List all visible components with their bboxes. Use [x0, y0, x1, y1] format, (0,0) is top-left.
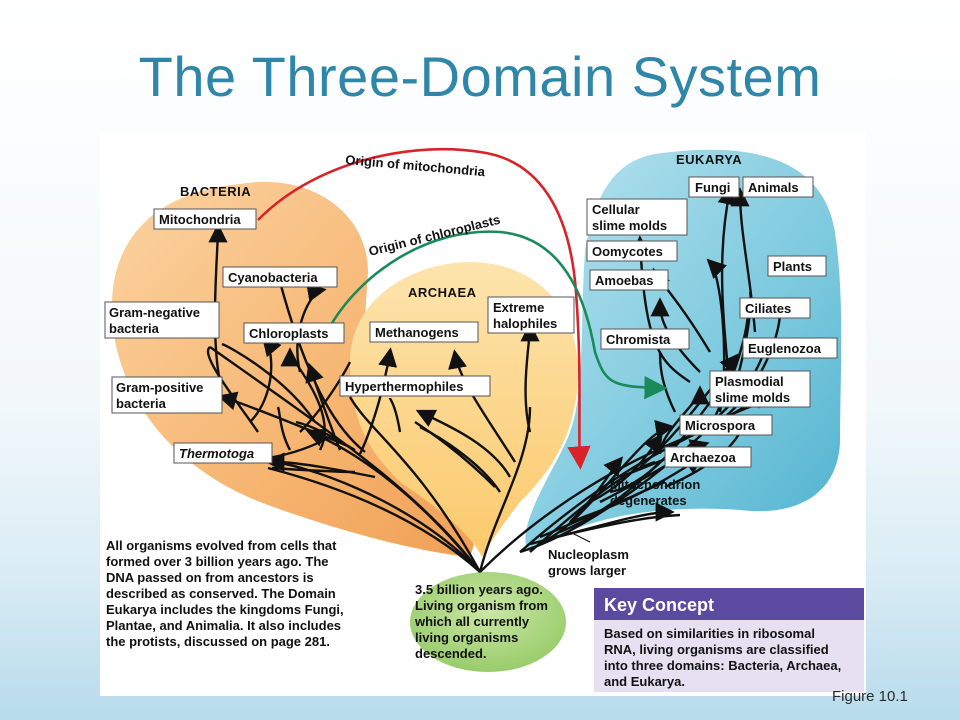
- svg-text:Gram-positive: Gram-positive: [116, 380, 203, 395]
- svg-text:slime molds: slime molds: [592, 218, 667, 233]
- svg-text:Plantae, and Animalia. It also: Plantae, and Animalia. It also includes: [106, 618, 341, 633]
- label-methanogens: Methanogens: [369, 321, 479, 343]
- label-mitochondria: Mitochondria: [153, 208, 257, 230]
- slide-title: The Three-Domain System: [138, 45, 822, 108]
- mitochondrion-degenerates-line2: degenerates: [610, 493, 687, 508]
- svg-text:Methanogens: Methanogens: [375, 325, 459, 340]
- label-chromista: Chromista: [600, 328, 690, 350]
- label-euglenozoa: Euglenozoa: [742, 337, 838, 359]
- eukarya-heading: EUKARYA: [676, 152, 742, 167]
- key-concept-header: Key Concept: [604, 595, 714, 615]
- mitochondrion-degenerates-line1: Mitochondrion: [610, 477, 700, 492]
- svg-text:halophiles: halophiles: [493, 316, 557, 331]
- svg-text:the protists, discussed on pag: the protists, discussed on page 281.: [106, 634, 330, 649]
- phylogeny-diagram: BACTERIA ARCHAEA EUKARYA: [104, 147, 864, 692]
- description-paragraph: All organisms evolved from cells that fo…: [106, 538, 344, 649]
- label-plants: Plants: [767, 255, 827, 277]
- label-ciliates: Ciliates: [739, 297, 811, 319]
- svg-text:Extreme: Extreme: [493, 300, 544, 315]
- label-chloroplasts: Chloroplasts: [243, 322, 345, 344]
- label-hyperthermophiles: Hyperthermophiles: [339, 375, 491, 397]
- key-concept-line: into three domains: Bacteria, Archaea,: [604, 658, 841, 673]
- svg-text:which all currently: which all currently: [414, 614, 530, 629]
- origin-text: 3.5 billion years ago. Living organism f…: [414, 582, 548, 661]
- chloroplasts-origin-label: Origin of chloroplasts: [367, 212, 502, 259]
- label-thermotoga: Thermotoga: [173, 442, 273, 464]
- svg-text:Oomycotes: Oomycotes: [592, 244, 663, 259]
- svg-text:3.5 billion years ago.: 3.5 billion years ago.: [415, 582, 543, 597]
- svg-text:Living organism from: Living organism from: [415, 598, 548, 613]
- svg-text:Mitochondria: Mitochondria: [159, 212, 241, 227]
- svg-text:Cyanobacteria: Cyanobacteria: [228, 270, 318, 285]
- label-microspora: Microspora: [679, 414, 773, 436]
- svg-text:Plants: Plants: [773, 259, 812, 274]
- svg-text:All organisms evolved from cel: All organisms evolved from cells that: [106, 538, 337, 553]
- svg-text:Cellular: Cellular: [592, 202, 640, 217]
- nucleoplasm-line1: Nucleoplasm: [548, 547, 629, 562]
- svg-text:Ciliates: Ciliates: [745, 301, 791, 316]
- label-gram-positive-bacteria: Gram-positive bacteria: [111, 376, 223, 414]
- label-gram-negative-bacteria: Gram-negative bacteria: [104, 301, 220, 339]
- svg-text:Animals: Animals: [748, 180, 799, 195]
- svg-text:formed over 3 billion years ag: formed over 3 billion years ago. The: [106, 554, 329, 569]
- archaea-heading: ARCHAEA: [408, 285, 477, 300]
- label-animals: Animals: [742, 176, 814, 198]
- svg-text:Thermotoga: Thermotoga: [179, 446, 254, 461]
- svg-text:Hyperthermophiles: Hyperthermophiles: [345, 379, 463, 394]
- svg-text:Archaezoa: Archaezoa: [670, 450, 737, 465]
- svg-text:Microspora: Microspora: [685, 418, 756, 433]
- svg-text:Chloroplasts: Chloroplasts: [249, 326, 328, 341]
- label-amoebas: Amoebas: [589, 269, 669, 291]
- nucleoplasm-pointer: [569, 531, 591, 543]
- label-oomycotes: Oomycotes: [586, 240, 678, 262]
- svg-text:Chromista: Chromista: [606, 332, 671, 347]
- svg-text:DNA passed on from ancestors i: DNA passed on from ancestors is: [106, 570, 314, 585]
- key-concept-line: RNA, living organisms are classified: [604, 642, 829, 657]
- svg-text:bacteria: bacteria: [109, 321, 160, 336]
- label-plasmodial-slime-molds: Plasmodial slime molds: [709, 370, 811, 408]
- svg-text:living organisms: living organisms: [415, 630, 518, 645]
- key-concept-box: Key Concept Based on similarities in rib…: [594, 588, 864, 692]
- figure-label: Figure 10.1: [832, 688, 908, 705]
- label-cellular-slime-molds: Cellular slime molds: [586, 198, 688, 236]
- key-concept-line: and Eukarya.: [604, 674, 685, 689]
- svg-text:Euglenozoa: Euglenozoa: [748, 341, 822, 356]
- svg-text:slime molds: slime molds: [715, 390, 790, 405]
- label-archaezoa: Archaezoa: [664, 446, 752, 468]
- label-fungi: Fungi: [688, 176, 740, 198]
- bacteria-heading: BACTERIA: [180, 184, 251, 199]
- nucleoplasm-line2: grows larger: [548, 563, 626, 578]
- svg-text:Amoebas: Amoebas: [595, 273, 654, 288]
- label-extreme-halophiles: Extreme halophiles: [487, 296, 575, 334]
- svg-text:bacteria: bacteria: [116, 396, 167, 411]
- mitochondria-origin-arrow: [257, 147, 591, 470]
- svg-text:Fungi: Fungi: [695, 180, 730, 195]
- key-concept-line: Based on similarities in ribosomal: [604, 626, 815, 641]
- label-cyanobacteria: Cyanobacteria: [222, 266, 338, 288]
- svg-text:Eukarya includes the kingdoms: Eukarya includes the kingdoms Fungi,: [106, 602, 344, 617]
- chloroplasts-origin-arrow: [326, 230, 668, 400]
- svg-text:described as conserved. The Do: described as conserved. The Domain: [106, 586, 336, 601]
- mitochondria-origin-label: Origin of mitochondria: [345, 152, 487, 179]
- svg-text:descended.: descended.: [415, 646, 487, 661]
- svg-text:Plasmodial: Plasmodial: [715, 374, 784, 389]
- three-domain-figure: BACTERIA ARCHAEA EUKARYA: [100, 132, 866, 696]
- origin-region: [410, 572, 566, 672]
- svg-text:Gram-negative: Gram-negative: [109, 305, 200, 320]
